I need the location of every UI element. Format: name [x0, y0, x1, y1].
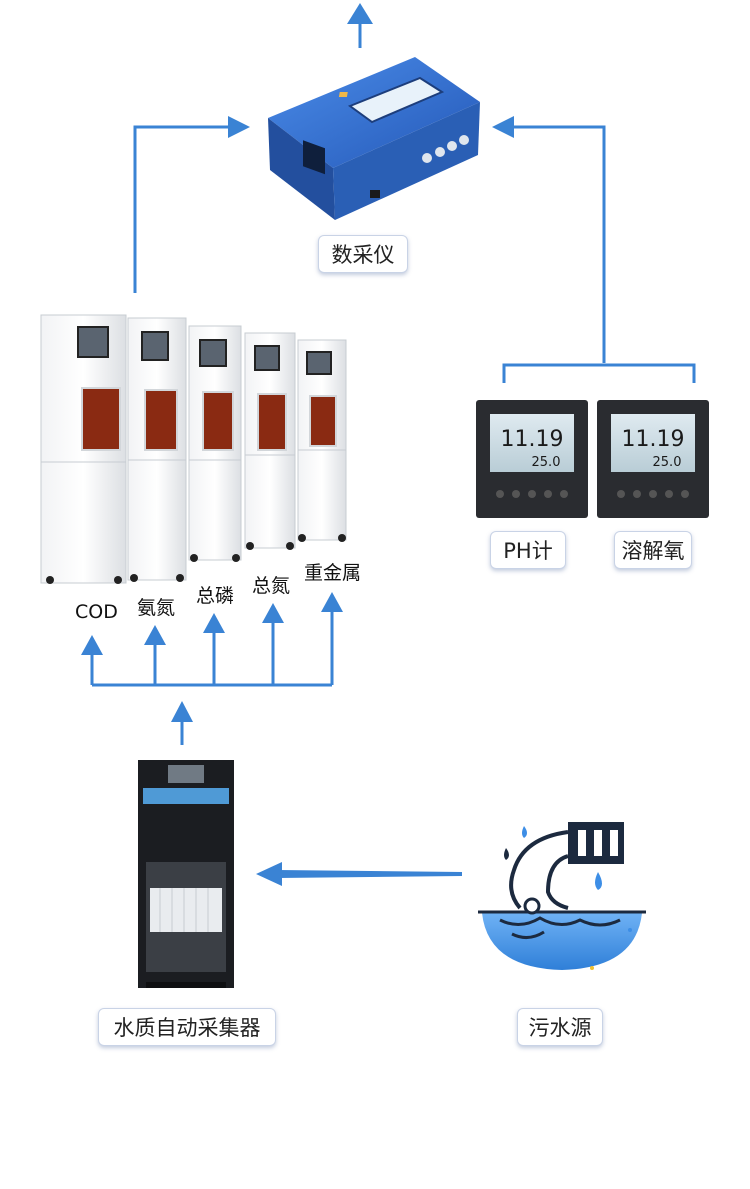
analyzer-label-nitrogen: 总氮	[252, 575, 291, 597]
ph-reading-main: 11.19	[501, 427, 564, 452]
metals-arrowhead	[321, 592, 343, 612]
connector-lines	[90, 20, 696, 745]
cabinet-cod	[40, 314, 127, 584]
meters-bracket	[502, 363, 696, 383]
nitrogen-arrowhead	[262, 603, 284, 623]
cabinet-nitrogen	[244, 332, 296, 550]
do-meter-label: 溶解氧	[614, 531, 692, 569]
sewage-source-icon	[478, 822, 646, 970]
ph-reading-sub: 25.0	[532, 455, 561, 470]
cabinet-heavy-metals	[297, 339, 347, 542]
do-meter: 11.19 25.0	[597, 400, 709, 518]
auto-sampler-label: 水质自动采集器	[98, 1008, 276, 1046]
source-to-sampler-arrowhead	[256, 862, 282, 886]
analyzer-label-ammonia: 氨氮	[137, 597, 176, 619]
phosphorus-arrowhead	[203, 613, 225, 633]
meter-panels: 11.19 25.0 11.19 25.0	[476, 400, 709, 518]
auto-sampler-device	[138, 760, 234, 988]
ph-meter-label: PH计	[490, 531, 566, 569]
sewage-source-label: 污水源	[517, 1008, 603, 1046]
logger-right-arrowhead	[492, 116, 514, 138]
analyzer-label-phosphorus: 总磷	[196, 585, 235, 607]
cabinet-ammonia	[127, 317, 187, 582]
meters-to-logger-line	[510, 125, 606, 363]
analyzer-cabinets	[40, 314, 347, 584]
analyzer-to-logger-line	[133, 125, 232, 293]
do-reading-sub: 25.0	[653, 455, 682, 470]
uplink-arrowhead	[347, 3, 373, 24]
data-logger-device	[268, 57, 480, 220]
analyzer-label-heavy-metals: 重金属	[304, 562, 362, 584]
source-to-sampler-shaft	[278, 870, 462, 878]
cod-arrowhead	[81, 635, 103, 655]
cabinet-phosphorus	[188, 325, 242, 562]
ph-meter: 11.19 25.0	[476, 400, 588, 518]
do-reading-main: 11.19	[622, 427, 685, 452]
analyzer-label-cod: COD	[75, 601, 118, 623]
sampler-up-arrowhead	[171, 701, 193, 722]
arrow-heads	[81, 3, 514, 886]
logger-left-arrowhead	[228, 116, 250, 138]
ammonia-arrowhead	[144, 625, 166, 645]
data-logger-label: 数采仪	[318, 235, 408, 273]
